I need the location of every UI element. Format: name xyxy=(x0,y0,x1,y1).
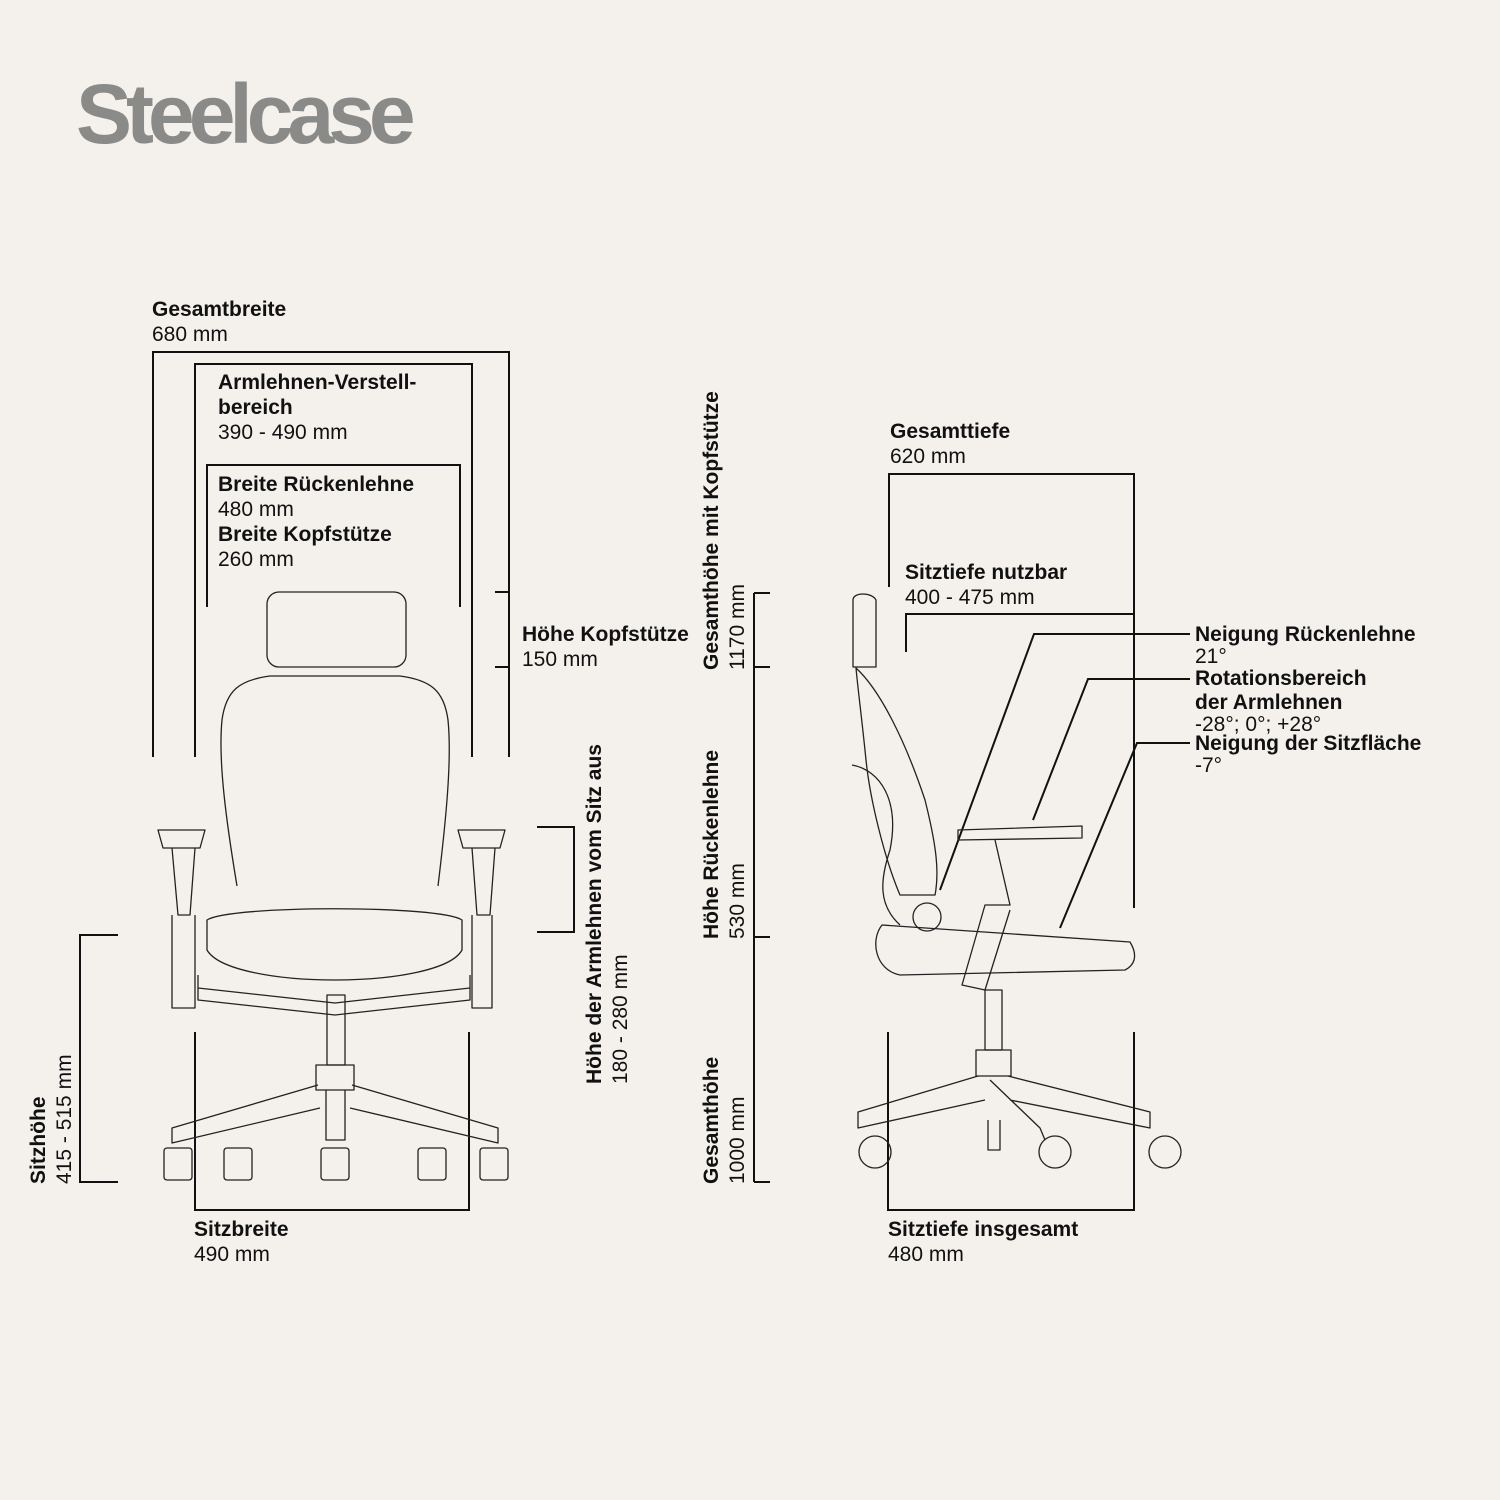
label-title: Rotationsbereich xyxy=(1195,667,1367,690)
label-value: 400 - 475 mm xyxy=(905,586,1035,609)
seat-tilt-label: Neigung der Sitzfläche -7° xyxy=(1195,731,1422,777)
label-title: Gesamtbreite xyxy=(152,298,287,321)
label-title: Gesamthöhe mit Kopfstütze xyxy=(700,391,723,670)
label-title: Neigung der Sitzfläche xyxy=(1195,732,1422,755)
headrest-height-label: Höhe Kopfstütze 150 mm xyxy=(522,622,689,672)
label-title: Höhe Kopfstütze xyxy=(522,623,689,646)
label-title: Höhe der Armlehnen vom Sitz aus xyxy=(583,744,606,1084)
label-value: 415 - 515 mm xyxy=(53,1054,76,1184)
side-gas-column xyxy=(984,989,1003,1051)
seat-height-bracket xyxy=(79,934,118,1183)
overall-depth-bracket xyxy=(888,473,1135,908)
backrest xyxy=(220,675,450,887)
side-chair-drawing xyxy=(851,593,1182,1169)
star-base xyxy=(171,1084,499,1144)
label-value: 530 mm xyxy=(726,863,749,939)
headrest xyxy=(266,591,407,668)
seat-frame xyxy=(197,975,471,1016)
usable-seat-depth-label: Sitztiefe nutzbar 400 - 475 mm xyxy=(905,560,1067,610)
label-title: Armlehnen-Verstell- xyxy=(218,371,417,394)
label-value: 490 mm xyxy=(194,1243,270,1266)
backrest-height-label: Höhe Rückenlehne 530 mm xyxy=(699,750,751,939)
side-back-frame xyxy=(851,764,901,926)
label-value: 620 mm xyxy=(890,445,966,468)
side-seat xyxy=(875,924,1136,976)
label-title: Neigung Rückenlehne xyxy=(1195,623,1416,646)
side-base-hub xyxy=(975,1049,1012,1077)
label-value: 150 mm xyxy=(522,648,598,671)
seat-height-label: Sitzhöhe 415 - 515 mm xyxy=(26,1054,78,1184)
label-title: Sitzbreite xyxy=(194,1218,289,1241)
left-armrest xyxy=(157,829,206,1009)
total-seat-depth-label: Sitztiefe insgesamt 480 mm xyxy=(888,1217,1078,1267)
total-height-label: Gesamthöhe 1000 mm xyxy=(699,1057,751,1184)
seat-tilt-leader xyxy=(1059,742,1190,929)
label-title: Sitzhöhe xyxy=(27,1096,50,1185)
label-title: Sitztiefe nutzbar xyxy=(905,561,1068,584)
label-value: -7° xyxy=(1195,754,1223,777)
overall-width-label: Gesamtbreite 680 mm xyxy=(152,297,286,347)
total-height-with-headrest-label: Gesamthöhe mit Kopfstütze 1170 mm xyxy=(699,391,751,670)
side-headrest xyxy=(852,593,877,668)
overall-width-bracket xyxy=(152,351,510,757)
armrest-range-bracket xyxy=(194,363,473,757)
label-value: 260 mm xyxy=(218,548,294,571)
label-title: Breite Kopfstütze xyxy=(218,523,392,546)
label-value: 480 mm xyxy=(218,498,294,521)
label-title: der Armlehnen xyxy=(1195,691,1343,714)
label-value: 1170 mm xyxy=(726,584,749,670)
backrest-width-label: Breite Rückenlehne 480 mm Breite Kopfstü… xyxy=(218,472,414,572)
side-casters xyxy=(858,1135,1182,1169)
armrest-range-label: Armlehnen-Verstell- bereich 390 - 490 mm xyxy=(218,370,416,445)
label-value: 480 mm xyxy=(888,1243,964,1266)
armrest-rotation-leader xyxy=(1032,678,1190,821)
label-value: 680 mm xyxy=(152,323,228,346)
backrest-width-bracket xyxy=(206,464,461,607)
label-value: -28°; 0°; +28° xyxy=(1195,713,1322,736)
armrest-rotation-label: Rotationsbereich der Armlehnen -28°; 0°;… xyxy=(1195,667,1367,736)
usable-seat-depth-bracket xyxy=(905,613,1134,652)
side-backrest xyxy=(855,667,938,896)
overall-depth-label: Gesamttiefe 620 mm xyxy=(890,419,1010,469)
label-title: Sitztiefe insgesamt xyxy=(888,1218,1079,1241)
steelcase-logo: Steelcase xyxy=(76,67,416,161)
seat-width-label: Sitzbreite 490 mm xyxy=(194,1217,289,1267)
side-star-base xyxy=(857,1075,1151,1151)
tilt-knob xyxy=(912,902,942,932)
seat-width-bracket xyxy=(194,1032,470,1211)
gas-column xyxy=(326,994,346,1066)
base-hub xyxy=(315,1064,355,1091)
casters xyxy=(163,1147,509,1181)
label-title: bereich xyxy=(218,396,293,419)
armrest-height-bracket xyxy=(537,826,575,933)
label-value: 1000 mm xyxy=(726,1096,749,1184)
label-title: Breite Rückenlehne xyxy=(218,473,415,496)
label-value: 21° xyxy=(1195,645,1227,668)
seat xyxy=(206,908,463,981)
armrest-height-label: Höhe der Armlehnen vom Sitz aus 180 - 28… xyxy=(582,744,634,1084)
label-title: Gesamttiefe xyxy=(890,420,1011,443)
front-chair-drawing xyxy=(157,591,509,1181)
label-value: 390 - 490 mm xyxy=(218,421,348,444)
label-title: Höhe Rückenlehne xyxy=(700,749,723,939)
backrest-tilt-label: Neigung Rückenlehne 21° xyxy=(1195,622,1416,668)
backrest-tilt-leader xyxy=(939,633,1190,891)
right-armrest xyxy=(457,829,506,1009)
label-value: 180 - 280 mm xyxy=(609,954,632,1084)
label-title: Gesamthöhe xyxy=(700,1056,723,1184)
side-armrest xyxy=(957,825,1083,991)
